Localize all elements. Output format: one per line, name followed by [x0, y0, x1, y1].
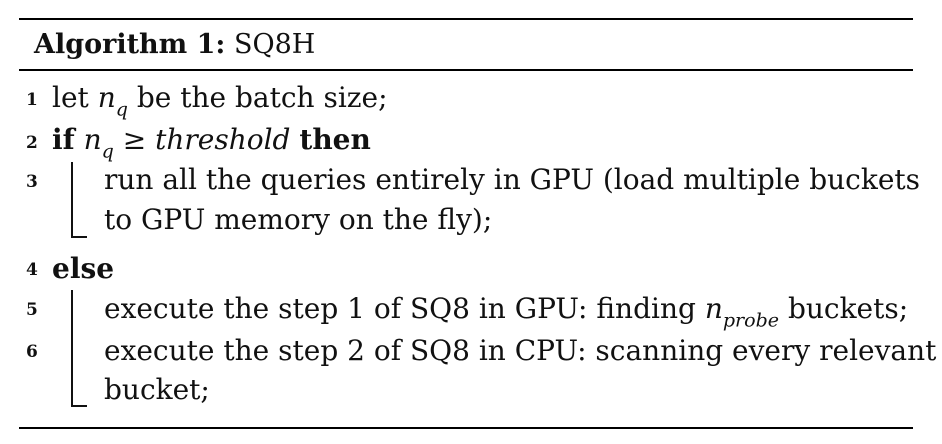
- line-6-cont: bucket;: [104, 373, 210, 406]
- header-rule: [19, 69, 913, 71]
- line-number-5: 5: [26, 300, 38, 320]
- algorithm-name: SQ8H: [234, 29, 316, 60]
- if-block-end: [71, 236, 87, 238]
- line-2: if nq ≥ threshold then: [52, 123, 371, 163]
- line-3-cont: to GPU memory on the fly);: [104, 203, 493, 236]
- algorithm-title: Algorithm 1: SQ8H: [34, 30, 315, 60]
- line-number-2: 2: [26, 133, 38, 153]
- line-number-6: 6: [26, 342, 38, 362]
- line-5: execute the step 1 of SQ8 in GPU: findin…: [104, 292, 909, 332]
- line-1: let nq be the batch size;: [52, 81, 388, 121]
- line-3: run all the queries entirely in GPU (loa…: [104, 163, 921, 196]
- line-number-3: 3: [26, 172, 38, 192]
- line-6: execute the step 2 of SQ8 in CPU: scanni…: [104, 334, 937, 367]
- else-block-bar: [71, 290, 73, 407]
- line-number-4: 4: [26, 260, 38, 280]
- line-4: else: [52, 252, 115, 285]
- algorithm-label: Algorithm 1:: [34, 29, 226, 60]
- line-number-1: 1: [26, 90, 38, 110]
- if-block-bar: [71, 162, 73, 238]
- top-rule: [19, 18, 913, 20]
- else-block-end: [71, 405, 87, 407]
- bottom-rule: [19, 427, 913, 429]
